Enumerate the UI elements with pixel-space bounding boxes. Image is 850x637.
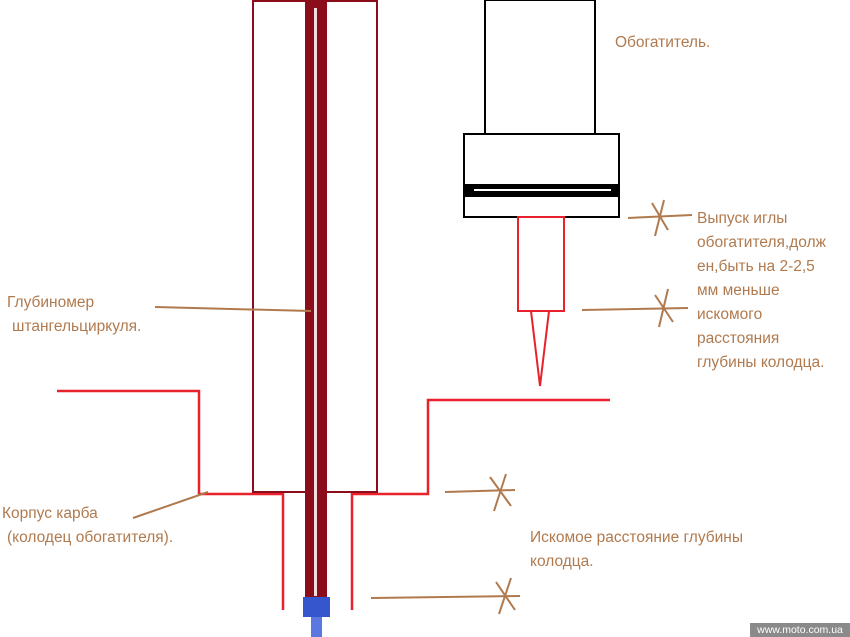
enricher-needle-body	[517, 216, 565, 312]
enricher-band-highlight	[474, 189, 611, 191]
tick-mark-needle-bottom	[654, 288, 674, 328]
caliper-rod-tip-stem	[311, 617, 322, 637]
leader-line-well-top	[444, 489, 516, 493]
carb-body-left-outline	[57, 389, 285, 610]
tick-mark-well-bottom	[495, 577, 516, 615]
caliper-rod-tip	[303, 597, 330, 617]
label-needle-release-line-6: расстояния	[697, 330, 780, 347]
label-needle-release-line-3: ен,быть на 2-2,5	[697, 258, 815, 275]
leader-line-carb-body	[132, 491, 209, 519]
enricher-base-block	[463, 133, 620, 218]
label-needle-release-line-4: мм меньше	[697, 282, 780, 299]
label-carb-body: Корпус карба (колодец обогатителя).	[2, 502, 173, 550]
enricher-needle-tip	[530, 310, 550, 387]
label-needle-release-line-5: искомого	[697, 306, 763, 323]
caliper-rod-highlight	[314, 8, 317, 596]
tick-mark-needle-top	[651, 199, 669, 237]
label-searched-distance: Искомое расстояние глубины колодца.	[530, 526, 743, 574]
label-needle-release-line-1: Выпуск иглы	[697, 210, 788, 227]
enricher-top-block	[484, 0, 596, 135]
tick-mark-well-top	[489, 473, 512, 512]
leader-line-needle-bottom	[581, 307, 689, 311]
label-depth-gauge-line-2: штангельциркуля.	[12, 318, 142, 335]
carb-body-right-outline	[350, 398, 610, 610]
label-searched-distance-line-2: колодца.	[530, 553, 594, 570]
leader-line-well-bottom	[370, 595, 521, 599]
label-needle-release-line-2: обогатителя,долж	[697, 234, 826, 251]
label-needle-release-line-7: глубины колодца.	[697, 354, 825, 371]
watermark: www.moto.com.ua	[750, 623, 850, 637]
label-enricher: Обогатитель.	[615, 34, 711, 51]
label-carb-body-line-2: (колодец обогатителя).	[7, 529, 174, 546]
label-depth-gauge: Глубиномер штангельциркуля.	[7, 291, 141, 339]
label-needle-release: Выпуск иглы обогатителя,долж ен,быть на …	[697, 207, 826, 375]
label-searched-distance-line-1: Искомое расстояние глубины	[530, 529, 744, 546]
leader-line-depth-gauge	[154, 306, 312, 312]
label-carb-body-line-1: Корпус карба	[2, 505, 98, 522]
label-depth-gauge-line-1: Глубиномер	[7, 294, 95, 311]
